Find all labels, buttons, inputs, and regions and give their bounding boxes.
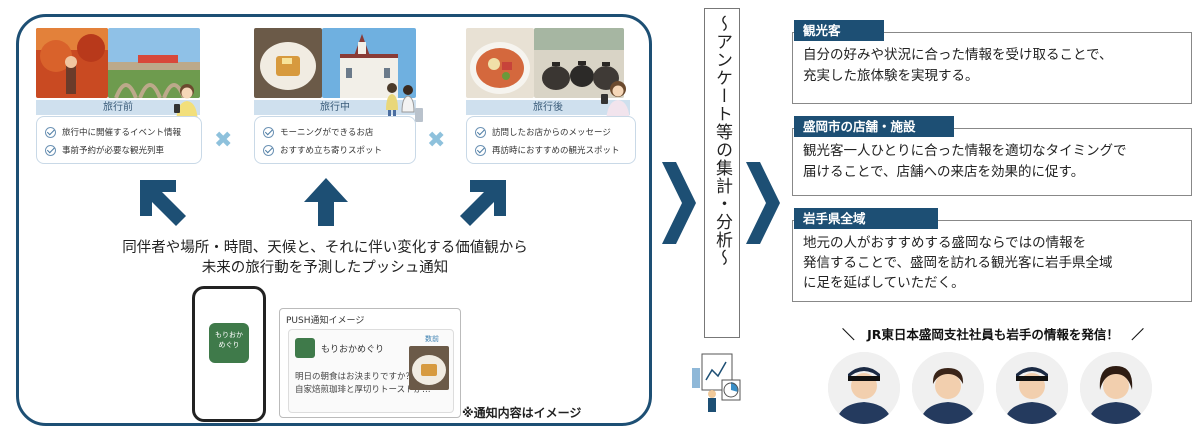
notification-app-icon xyxy=(295,338,315,358)
box-line: 地元の人がおすすめする盛岡ならではの情報を xyxy=(803,235,1087,251)
up-arrow-icon xyxy=(304,178,348,226)
app-icon[interactable]: もりおかめぐり xyxy=(209,323,249,363)
notification-message-2: 自家焙煎珈琲と厚切りトーストが… xyxy=(295,385,431,395)
jr-message: ＼ JR東日本盛岡支社社員も岩手の情報を発信！ ／ xyxy=(842,327,1144,342)
check-circle-icon xyxy=(263,144,274,156)
iron-kettles-photo xyxy=(534,28,624,98)
up-arrow-icon xyxy=(460,180,506,226)
check-circle-icon xyxy=(45,144,56,156)
box-line: 充実した旅体験を実現する。 xyxy=(803,68,979,84)
notification-image xyxy=(409,346,449,390)
staff-photo xyxy=(828,352,900,424)
push-title: PUSH通知イメージ xyxy=(286,316,365,326)
tag-shops-facilities: 盛岡市の店舗・施設 xyxy=(794,116,954,137)
multiply-icon: ✖ xyxy=(214,128,233,153)
box-line: 自分の好みや状況に合った情報を受け取ることで、 xyxy=(803,47,1113,63)
smartphone-icon: もりおかめぐり xyxy=(192,286,266,422)
staff-photo xyxy=(912,352,984,424)
phase-card-before: 旅行中に開催するイベント情報 事前予約が必要な観光列車 xyxy=(36,116,202,164)
box-line: 観光客一人ひとりに合った情報を適切なタイミングで xyxy=(803,143,1127,159)
box-iwate-prefecture: 地元の人がおすすめする盛岡ならではの情報を 発信することで、盛岡を訪れる観光客に… xyxy=(792,220,1192,302)
check-circle-icon xyxy=(475,144,486,156)
box-line: 発信することで、盛岡を訪れる観光客に岩手県全域 xyxy=(803,255,1113,271)
push-notification[interactable]: もりおかめぐり 数前 明日の朝食はお決まりですか？ 自家焙煎珈琲と厚切りトースト… xyxy=(288,329,454,413)
staff-photo xyxy=(996,352,1068,424)
phase-card-during: モーニングができるお店 おすすめ立ち寄りスポット xyxy=(254,116,416,164)
multiply-icon: ✖ xyxy=(427,128,446,153)
box-tourists: 自分の好みや状況に合った情報を受け取ることで、 充実した旅体験を実現する。 xyxy=(792,32,1192,104)
tag-tourists: 観光客 xyxy=(794,20,884,41)
caption-line-1: 同伴者や場所・時間、天候と、それに伴い変化する価値観から xyxy=(122,240,528,256)
phase-item: モーニングができるお店 xyxy=(280,128,374,138)
breakfast-photo xyxy=(254,28,322,98)
chevron-right-icon xyxy=(746,162,780,244)
check-circle-icon xyxy=(475,126,486,138)
box-shops-facilities: 観光客一人ひとりに合った情報を適切なタイミングで 届けることで、店舗への来店を効… xyxy=(792,128,1192,196)
phase-bar-before: 旅行前 xyxy=(36,100,200,115)
phase-item: 事前予約が必要な観光列車 xyxy=(62,146,165,156)
phase-item: 訪問したお店からのメッセージ xyxy=(492,128,611,138)
phase-item: 再訪時におすすめの観光スポット xyxy=(492,146,620,156)
note-text: ※通知内容はイメージ xyxy=(462,406,582,420)
phase-bar-after: 旅行後 xyxy=(466,100,630,115)
analysis-box: ～アンケート等の集計・分析～ xyxy=(704,8,740,338)
phase-card-after: 訪問したお店からのメッセージ 再訪時におすすめの観光スポット xyxy=(466,116,636,164)
analysis-label: ～アンケート等の集計・分析～ xyxy=(712,15,732,267)
box-line: に足を延ばしていただく。 xyxy=(803,275,965,291)
phase-bar-during: 旅行中 xyxy=(254,100,416,115)
box-line: 届けることで、店舗への来店を効果的に促す。 xyxy=(803,164,1085,180)
notification-message-1: 明日の朝食はお決まりですか？ xyxy=(295,372,415,382)
push-notification-mockup: PUSH通知イメージ もりおかめぐり 数前 明日の朝食はお決まりですか？ 自家焙… xyxy=(279,308,461,418)
app-icon-label: もりおかめぐり xyxy=(215,331,243,349)
autumn-tourist-photo xyxy=(36,28,108,98)
notification-time: 数前 xyxy=(425,335,439,343)
phase-item: おすすめ立ち寄りスポット xyxy=(280,146,383,156)
tag-iwate-prefecture: 岩手県全域 xyxy=(794,208,938,229)
analysis-icon xyxy=(692,353,741,412)
chevron-right-icon xyxy=(662,162,696,244)
check-circle-icon xyxy=(263,126,274,138)
noodle-soup-photo xyxy=(466,28,534,98)
staff-photo xyxy=(1080,352,1152,424)
check-circle-icon xyxy=(45,126,56,138)
up-arrow-icon xyxy=(140,180,186,226)
notification-app-name: もりおかめぐり xyxy=(321,345,385,355)
phase-item: 旅行中に開催するイベント情報 xyxy=(62,128,182,138)
caption-line-2: 未来の旅行動を予測したプッシュ通知 xyxy=(201,260,449,276)
